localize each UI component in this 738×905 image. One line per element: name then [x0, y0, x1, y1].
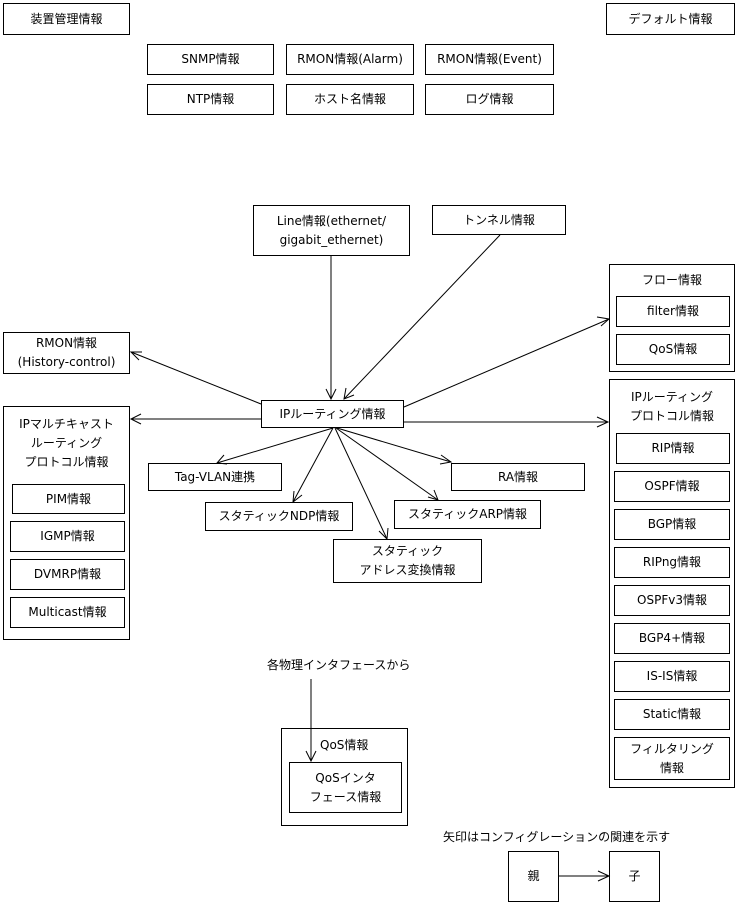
- default-info-box: デフォルト情報: [606, 3, 735, 35]
- from-physical-interfaces-label: 各物理インタフェースから: [267, 658, 411, 672]
- arrowhead: [378, 527, 389, 541]
- ip-routing-box: IPルーティング情報: [261, 400, 404, 428]
- qos-info-title: QoS情報: [320, 738, 369, 752]
- legend-child-box: 子: [609, 851, 660, 902]
- arrow-iprouting-to-static-ndp: [292, 427, 334, 503]
- static-ndp-box: スタティックNDP情報: [205, 502, 353, 531]
- arrow-iprouting-to-flow: [403, 318, 610, 408]
- arrow-iprouting-to-ra: [336, 427, 452, 463]
- filter-info-box: filter情報: [616, 296, 730, 327]
- ip-routing-protocol-group: IPルーティング プロトコル情報 RIP情報 OSPF情報 BGP情報 RIPn…: [609, 379, 735, 788]
- ra-info-box: RA情報: [451, 463, 585, 491]
- multicast-info-box: Multicast情報: [10, 597, 125, 628]
- rip-info-box: RIP情報: [616, 433, 730, 464]
- rmon-alarm-box: RMON情報(Alarm): [286, 44, 414, 75]
- snmp-info-box: SNMP情報: [147, 44, 274, 75]
- ripng-info-box: RIPng情報: [614, 547, 730, 578]
- static-arp-box: スタティックARP情報: [394, 500, 541, 529]
- isis-info-box: IS-IS情報: [614, 661, 730, 692]
- ospfv3-info-box: OSPFv3情報: [614, 585, 730, 616]
- arrowhead: [325, 388, 337, 401]
- log-info-box: ログ情報: [425, 84, 554, 115]
- hostname-info-box: ホスト名情報: [286, 84, 414, 115]
- arrow-iprouting-to-tagvlan: [216, 427, 334, 464]
- device-management-box: 装置管理情報: [3, 3, 130, 35]
- flow-info-title: フロー情報: [641, 273, 702, 287]
- ospf-info-box: OSPF情報: [614, 471, 730, 502]
- arrow-iprouting-to-static-arp: [335, 427, 439, 501]
- bgp4plus-info-box: BGP4+情報: [614, 623, 730, 654]
- bgp-info-box: BGP情報: [614, 509, 730, 540]
- flow-qos-info-box: QoS情報: [616, 334, 730, 365]
- arrowhead: [439, 454, 453, 465]
- arrow-iprouting-to-rmon-history: [130, 351, 262, 405]
- tunnel-info-box: トンネル情報: [432, 205, 566, 235]
- arrowhead: [129, 351, 142, 361]
- arrowhead: [427, 489, 439, 501]
- dvmrp-info-box: DVMRP情報: [10, 559, 125, 590]
- arrowhead: [597, 870, 611, 882]
- ip-multicast-title: IPマルチキャスト ルーティング プロトコル情報: [19, 417, 114, 469]
- line-info-box: Line情報(ethernet/ gigabit_ethernet): [253, 205, 410, 256]
- arrowhead: [596, 316, 611, 327]
- legend-parent-box: 親: [508, 851, 559, 902]
- qos-info-group: QoS情報 QoSインタ フェース情報: [281, 728, 408, 826]
- filtering-info-box: フィルタリング 情報: [614, 737, 730, 780]
- qos-interface-info-box: QoSインタ フェース情報: [289, 762, 402, 813]
- ip-multicast-routing-protocol-group: IPマルチキャスト ルーティング プロトコル情報 PIM情報 IGMP情報 DV…: [3, 406, 130, 640]
- arrowhead: [596, 416, 610, 428]
- tag-vlan-box: Tag-VLAN連携: [148, 463, 282, 491]
- igmp-info-box: IGMP情報: [10, 521, 125, 552]
- arrow-tunnel-to-iprouting: [343, 234, 501, 400]
- rmon-history-box: RMON情報 (History-control): [3, 332, 130, 374]
- arrowhead: [292, 490, 303, 504]
- pim-info-box: PIM情報: [12, 484, 125, 514]
- static-address-translation-box: スタティック アドレス変換情報: [333, 539, 482, 583]
- rmon-event-box: RMON情報(Event): [425, 44, 554, 75]
- arrowhead: [129, 413, 142, 425]
- flow-info-group: フロー情報 filter情報 QoS情報: [609, 264, 735, 372]
- arrowhead: [343, 387, 355, 400]
- ip-routing-protocol-title: IPルーティング プロトコル情報: [629, 390, 714, 423]
- ntp-info-box: NTP情報: [147, 84, 274, 115]
- static-info-box: Static情報: [614, 699, 730, 730]
- legend-caption: 矢印はコンフィグレーションの関連を示す: [443, 830, 671, 844]
